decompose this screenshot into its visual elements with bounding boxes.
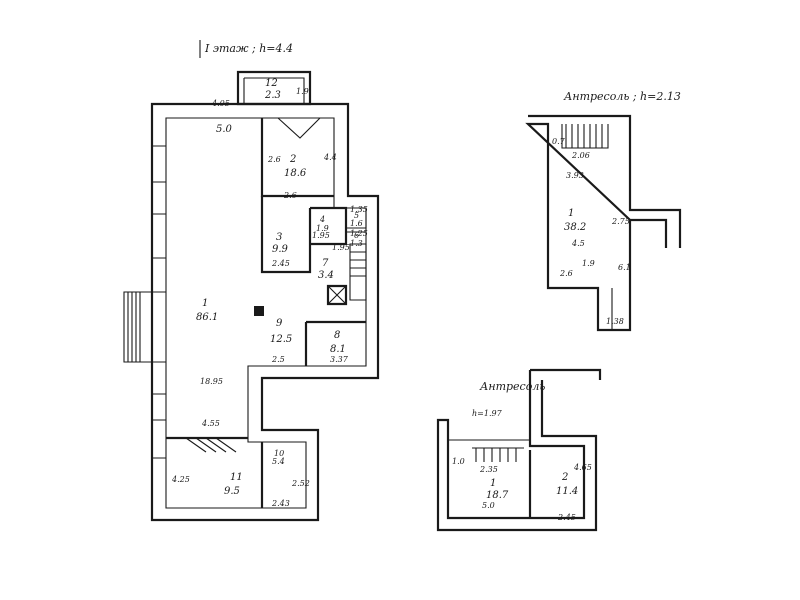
room-8-wall (304, 320, 366, 366)
room-12-area: 2.3 (264, 90, 281, 101)
dim: 1.35 (350, 205, 368, 214)
dim: 1.25 (350, 229, 368, 238)
room-9-number: 9 (276, 318, 283, 329)
upper-stairs (561, 124, 609, 149)
dim: 1.38 (606, 317, 624, 326)
dim: 2.6 (283, 191, 297, 200)
dim: 5.0 (216, 124, 233, 135)
dim: 4.05 (211, 99, 230, 108)
dim: 1.95 (312, 231, 330, 240)
dim: 4.65 (573, 463, 592, 472)
main-room-labels: 12 2.3 2 18.6 3 9.9 4 1.9 5 1.6 6 1.3 7 … (196, 78, 363, 497)
dim: 1.9 (582, 259, 595, 268)
side-stairs (349, 243, 367, 301)
dim: 2.45 (557, 513, 576, 522)
upper-floor-title: Антресоль ; h=2.13 (563, 90, 681, 103)
room-6-area: 1.3 (350, 239, 363, 248)
main-floor-title: I этаж ; h=4.4 (204, 42, 293, 55)
room-10-area: 5.4 (272, 457, 285, 466)
dim: 1.95 (332, 243, 350, 252)
dim: 6.1 (618, 263, 631, 272)
dim: 0.7 (552, 137, 566, 146)
dim: 4.5 (571, 239, 585, 248)
room-4-area: 1.9 (316, 224, 329, 233)
lower-room-2-area: 11.4 (556, 486, 578, 497)
main-outer-wall (150, 102, 380, 522)
left-wall-openings (152, 145, 166, 459)
dim: 2.45 (271, 259, 290, 268)
room-5-area: 1.6 (350, 219, 363, 228)
dim: 2.75 (611, 217, 630, 226)
column (254, 306, 264, 316)
lower-room-1-area: 18.7 (486, 490, 509, 501)
room-5-6-wall (346, 207, 367, 233)
dim: 4.55 (201, 419, 220, 428)
dim: 2.5 (271, 355, 285, 364)
shaft-cross (327, 285, 347, 305)
lower-floor-title: Антресоль (479, 380, 545, 393)
entrance-steps (123, 291, 153, 363)
main-floor-plan (123, 70, 380, 522)
upper-room-1-area: 38.2 (564, 222, 586, 233)
upper-floor-plan (525, 114, 682, 332)
room-5-number: 5 (354, 211, 359, 220)
room-3-number: 3 (276, 232, 282, 243)
lower-room-2-number: 2 (561, 472, 568, 483)
room-1-area: 86.1 (196, 312, 218, 323)
dim: 4.25 (171, 475, 190, 484)
dim: 18.95 (200, 377, 223, 386)
lower-room-1-number: 1 (490, 478, 496, 489)
bay-12-inner (243, 77, 305, 104)
upper-labels: 1 38.2 2.06 3.93 0.7 2.75 4.5 2.6 1.9 6.… (552, 137, 631, 326)
lower-stairs (448, 439, 530, 462)
room-4-wall (310, 206, 348, 246)
room-3-area: 9.9 (272, 244, 289, 255)
lower-floor-plan (436, 368, 602, 532)
main-inner-wall (165, 117, 367, 509)
lower-outer-wall (436, 368, 602, 532)
dim: 2.06 (571, 151, 590, 160)
room-12-number: 12 (265, 78, 278, 89)
room-10-number: 10 (274, 449, 284, 458)
dim: 5.0 (482, 501, 495, 510)
dim: 3.37 (330, 355, 349, 364)
room-8-area: 8.1 (330, 344, 346, 355)
main-dimensions: 4.05 1.9 5.0 2.6 4.4 2.6 2.45 1.95 1.95 … (171, 87, 368, 508)
upper-outer-wall (525, 114, 682, 332)
room-8-number: 8 (334, 330, 340, 341)
lower-floor-height: h=1.97 (472, 409, 503, 418)
room-11-stair (185, 437, 237, 453)
dim: 2.43 (271, 499, 290, 508)
dim: 2.6 (267, 155, 281, 164)
room-3-partition (260, 196, 312, 274)
room-11-area: 9.5 (224, 486, 240, 497)
room-9-area: 12.5 (270, 334, 292, 345)
room-1-number: 1 (202, 298, 208, 309)
upper-room-1-number: 1 (568, 208, 574, 219)
room-2-area: 18.6 (284, 168, 307, 179)
room-2-stair (277, 117, 321, 139)
room-2-number: 2 (289, 154, 296, 165)
dim: 3.93 (566, 171, 584, 180)
dim: 1.0 (452, 457, 465, 466)
room-7-number: 7 (322, 258, 329, 269)
dim: 2.35 (479, 465, 498, 474)
room-11-number: 11 (230, 472, 243, 483)
dim: 2.52 (291, 479, 310, 488)
room-4-number: 4 (319, 215, 325, 224)
room-6-number: 6 (354, 231, 359, 240)
lower-labels: 1 18.7 2 11.4 2.35 1.0 5.0 2.45 4.65 (452, 457, 592, 522)
dim: 4.4 (323, 153, 337, 162)
dim: 2.6 (559, 269, 573, 278)
dim: 1.9 (296, 87, 309, 96)
room-7-area: 3.4 (318, 270, 334, 281)
